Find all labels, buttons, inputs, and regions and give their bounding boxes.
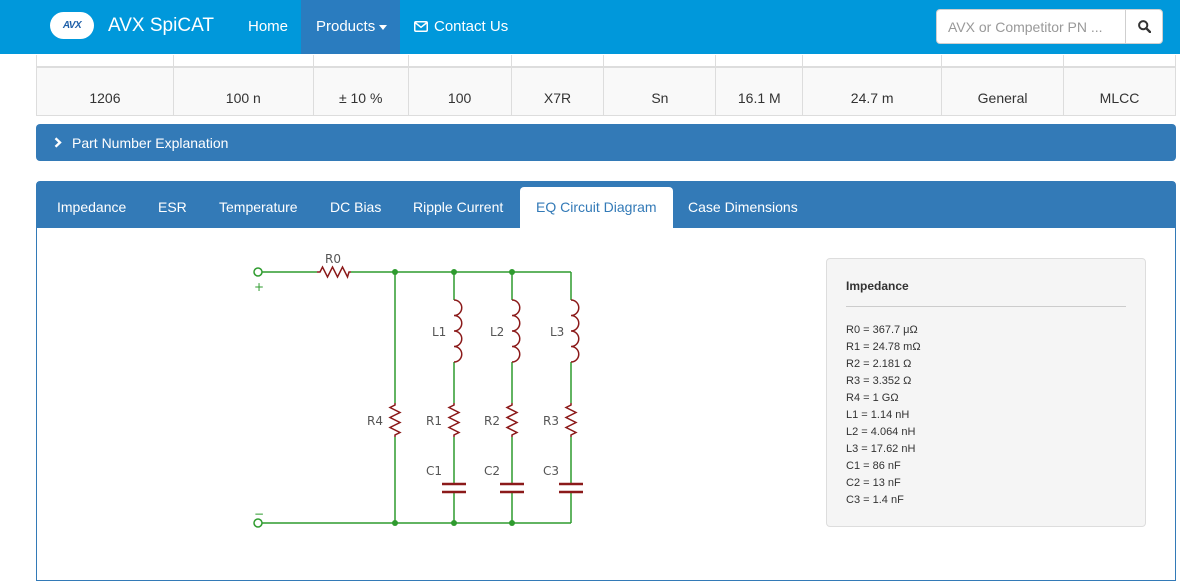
nav-products-dropdown[interactable]: Products — [301, 0, 400, 54]
resistor-r3 — [564, 403, 578, 437]
label-minus: − — [254, 507, 264, 521]
tab-impedance[interactable]: Impedance — [57, 199, 127, 215]
impedance-panel-title: Impedance — [846, 279, 909, 293]
tab-eq-circuit-diagram[interactable]: EQ Circuit Diagram — [520, 187, 673, 228]
nav-products-label: Products — [316, 18, 376, 35]
nav-contact-label: Contact Us — [434, 18, 509, 35]
positive-terminal — [253, 267, 263, 277]
inductor-l2 — [511, 299, 521, 363]
esr-cell: 24.7 m — [802, 66, 943, 116]
termination-cell: Sn — [603, 66, 717, 116]
label-l3: L3 — [550, 325, 564, 339]
case-size-cell: 1206 — [36, 66, 174, 116]
list-item: C3 = 1.4 nF — [846, 494, 904, 506]
label-plus: + — [254, 280, 264, 294]
list-item: C1 = 86 nF — [846, 460, 901, 472]
negative-terminal — [253, 518, 263, 528]
nav-home-link[interactable]: Home — [248, 18, 289, 35]
resistor-r0 — [317, 265, 351, 280]
list-item: R3 = 3.352 Ω — [846, 375, 912, 387]
label-r0: R0 — [325, 252, 341, 266]
resistor-r1 — [447, 403, 461, 437]
caret-down-icon — [379, 24, 388, 30]
junction-dot — [451, 269, 457, 275]
nav-contact-link[interactable]: Contact Us — [414, 0, 508, 54]
list-item: L2 = 4.064 nH — [846, 426, 916, 438]
impedance-value-list: R0 = 367.7 μΩ R1 = 24.78 mΩ R2 = 2.181 Ω… — [846, 322, 921, 509]
resistor-r2 — [505, 403, 519, 437]
avx-logo[interactable]: AVX — [50, 12, 94, 39]
part-spec-table: 1206 100 n ± 10 % 100 X7R Sn 16.1 M 24.7… — [36, 55, 1176, 116]
capacitor-c3 — [559, 482, 583, 494]
label-l2: L2 — [490, 325, 504, 339]
capacitance-cell: 100 n — [172, 66, 314, 116]
tolerance-cell: ± 10 % — [312, 66, 409, 116]
tab-case-dimensions[interactable]: Case Dimensions — [688, 199, 798, 215]
label-r1: R1 — [426, 414, 442, 428]
label-r3: R3 — [543, 414, 559, 428]
label-l1: L1 — [432, 325, 446, 339]
search-input[interactable] — [936, 9, 1126, 44]
list-item: L1 = 1.14 nH — [846, 409, 910, 421]
label-r2: R2 — [484, 414, 500, 428]
equivalent-circuit-diagram: R0 R4 L1 L2 L3 R1 R2 R3 C1 C2 C3 + − — [253, 252, 583, 528]
top-navbar: AVX AVX SpiCAT Home Products Contact Us — [0, 0, 1180, 54]
table-header-row — [36, 55, 1176, 68]
part-number-explanation-toggle[interactable]: Part Number Explanation — [36, 124, 1176, 161]
label-c1: C1 — [426, 464, 442, 478]
resistor-r4 — [388, 403, 402, 437]
impedance-values-panel: Impedance R0 = 367.7 μΩ R1 = 24.78 mΩ R2… — [826, 258, 1146, 527]
list-item: R2 = 2.181 Ω — [846, 358, 912, 370]
label-c3: C3 — [543, 464, 559, 478]
junction-dot — [392, 520, 398, 526]
dielectric-cell: X7R — [510, 66, 605, 116]
junction-dot — [509, 520, 515, 526]
junction-dot — [392, 269, 398, 275]
inductor-l3 — [570, 299, 580, 363]
list-item: R4 = 1 GΩ — [846, 392, 899, 404]
junction-dot — [509, 269, 515, 275]
list-item: L3 = 17.62 nH — [846, 443, 916, 455]
brand-name[interactable]: AVX SpiCAT — [108, 15, 214, 36]
inductor-l1 — [453, 299, 463, 363]
junction-dot — [451, 520, 457, 526]
capacitor-c2 — [500, 482, 524, 494]
label-r4: R4 — [367, 414, 383, 428]
list-item: C2 = 13 nF — [846, 477, 901, 489]
type-cell: MLCC — [1063, 66, 1176, 116]
tab-dc-bias[interactable]: DC Bias — [330, 199, 382, 215]
tab-bar: Impedance ESR Temperature DC Bias Ripple… — [37, 182, 1175, 228]
voltage-cell: 100 — [407, 66, 512, 116]
list-item: R1 = 24.78 mΩ — [846, 341, 921, 353]
tab-ripple-current[interactable]: Ripple Current — [413, 199, 504, 215]
tab-esr[interactable]: ESR — [158, 199, 187, 215]
series-cell: General — [941, 66, 1065, 116]
divider — [846, 306, 1126, 307]
tab-temperature[interactable]: Temperature — [219, 199, 298, 215]
chevron-right-icon — [54, 137, 62, 148]
search-icon — [1137, 20, 1151, 33]
table-row: 1206 100 n ± 10 % 100 X7R Sn 16.1 M 24.7… — [36, 66, 1176, 116]
srf-cell: 16.1 M — [715, 66, 804, 116]
search-button[interactable] — [1125, 9, 1163, 44]
envelope-icon — [414, 21, 428, 32]
label-c2: C2 — [484, 464, 500, 478]
chart-tab-panel: Impedance ESR Temperature DC Bias Ripple… — [36, 181, 1176, 581]
list-item: R0 = 367.7 μΩ — [846, 324, 918, 336]
part-number-explanation-label: Part Number Explanation — [72, 134, 229, 151]
capacitor-c1 — [442, 482, 466, 494]
